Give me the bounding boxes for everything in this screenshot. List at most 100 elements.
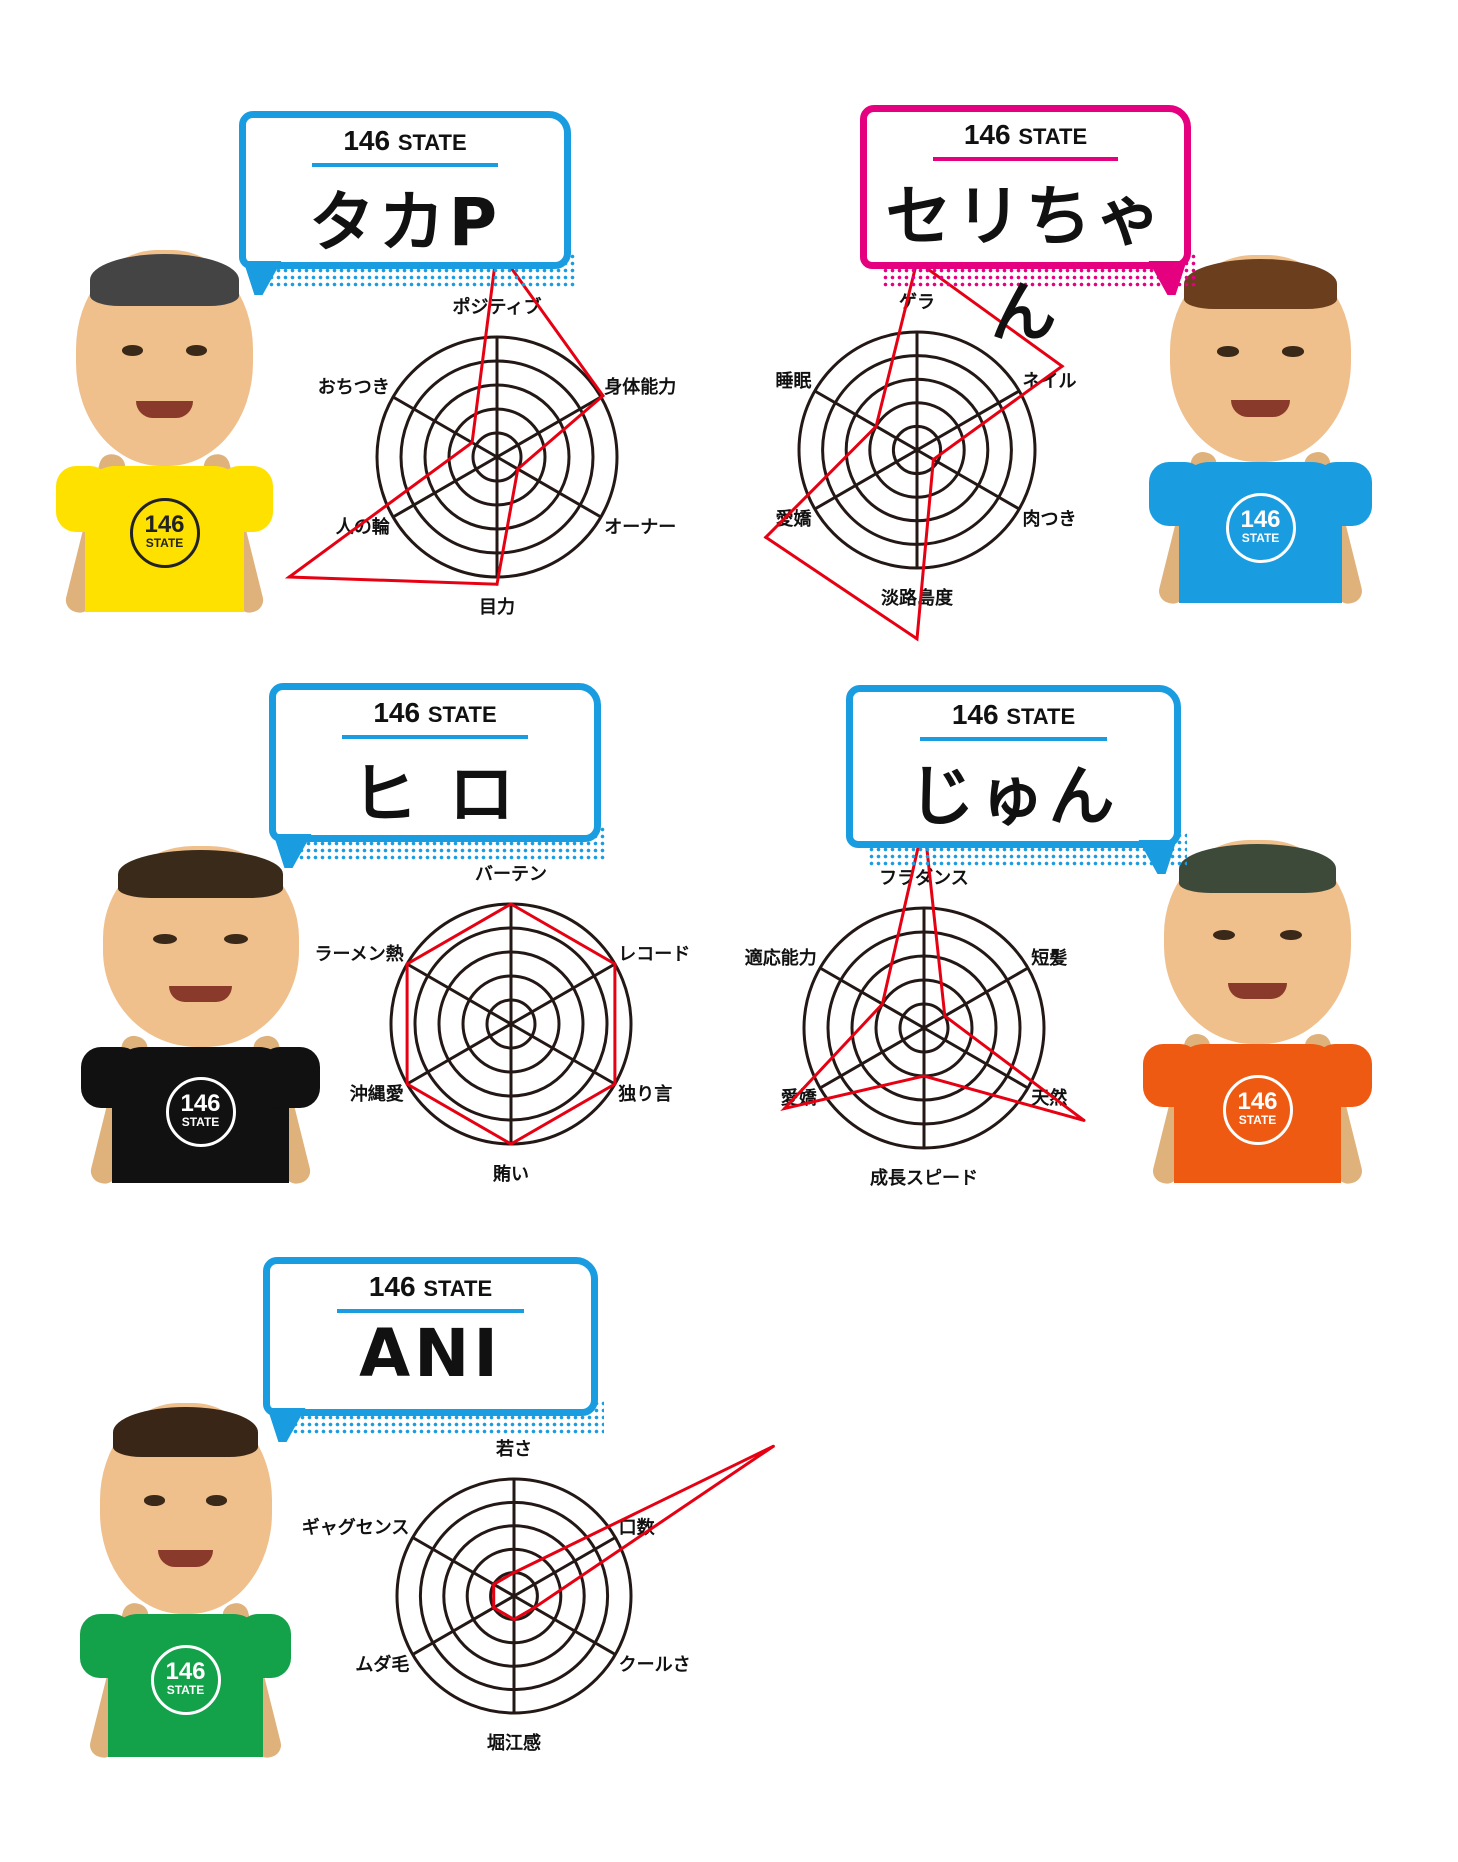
146-state-logo: 146 STATE xyxy=(1222,1074,1293,1145)
radar-point xyxy=(764,535,768,539)
radar-axis xyxy=(819,1026,925,1090)
radar-axis xyxy=(814,448,918,511)
face xyxy=(1164,839,1351,1045)
radar-point xyxy=(509,902,513,906)
logo-word: STATE xyxy=(1241,531,1280,546)
146-state-logo: 146 STATE xyxy=(150,1645,221,1716)
brand-underline xyxy=(932,157,1119,161)
radar-axis xyxy=(411,1594,515,1656)
bubble-frame xyxy=(263,1257,598,1416)
brand-number: 146 xyxy=(368,1271,416,1302)
name-speech-bubble-taka: 146 STATE タカP xyxy=(239,111,577,295)
radar-axis xyxy=(406,962,512,1026)
radar-axis xyxy=(513,1536,617,1598)
radar-axis-label: 沖縄愛 xyxy=(350,1083,404,1105)
mouth xyxy=(1231,400,1290,417)
member-photo-ani: 146 STATE xyxy=(78,1380,293,1761)
146-state-logo: 146 STATE xyxy=(165,1076,236,1147)
brand-word: STATE xyxy=(397,130,467,155)
brand-label: 146 STATE xyxy=(860,119,1191,151)
member-name: ヒ ロ xyxy=(351,756,519,833)
face xyxy=(1169,255,1352,463)
radar-axis-label: ポジティブ xyxy=(453,296,542,318)
brand-word: STATE xyxy=(423,1276,493,1301)
radar-axis xyxy=(496,455,602,519)
member-name: タカP xyxy=(308,184,502,261)
radar-point xyxy=(880,1002,884,1006)
logo-word: STATE xyxy=(181,1114,220,1129)
radar-axis-label: 成長スピード xyxy=(870,1167,978,1189)
tshirt: 146 STATE xyxy=(80,1613,291,1757)
radar-point xyxy=(931,457,935,461)
radar-axis xyxy=(819,966,925,1030)
face xyxy=(76,250,253,466)
radar-axis-label: 睡眠 xyxy=(775,371,811,392)
146-state-logo: 146 STATE xyxy=(1225,493,1296,564)
radar-axis-label: 身体能力 xyxy=(604,376,676,398)
146-state-logo: 146 STATE xyxy=(129,497,200,568)
mouth xyxy=(1227,982,1288,1000)
bubble-frame xyxy=(269,683,601,842)
name-speech-bubble-ani: 146 STATE ANI xyxy=(263,1257,604,1442)
member-photo-taka: 146 STATE xyxy=(54,227,275,616)
radar-point xyxy=(1060,364,1064,368)
brand-underline xyxy=(919,737,1108,741)
radar-axis xyxy=(496,395,602,459)
member-name: じゅん xyxy=(908,758,1119,835)
radar-point xyxy=(495,582,499,586)
logo-number: 146 xyxy=(144,510,185,538)
hair xyxy=(113,1406,258,1458)
mouth xyxy=(169,986,232,1003)
tshirt: 146 STATE xyxy=(1143,1044,1372,1183)
radar-axis xyxy=(392,455,498,519)
radar-axis xyxy=(510,1022,616,1086)
radar-axis-label: ムダ毛 xyxy=(355,1654,409,1676)
radar-point xyxy=(405,1082,409,1086)
radar-axis-label: 目力 xyxy=(479,597,515,618)
logo-number: 146 xyxy=(1237,1087,1278,1115)
radar-point xyxy=(509,1142,513,1146)
radar-axis xyxy=(916,389,1020,452)
radar-axis xyxy=(923,1026,1029,1090)
radar-axis-label: オーナー xyxy=(604,517,676,538)
radar-point xyxy=(601,394,605,398)
name-speech-bubble-jun: 146 STATE じゅん xyxy=(846,685,1187,874)
radar-axis xyxy=(923,966,1029,1030)
radar-axis-label: クールさ xyxy=(619,1655,691,1676)
radar-point xyxy=(874,424,878,428)
member-photo-seri: 146 STATE xyxy=(1147,233,1374,607)
radar-point xyxy=(771,1444,775,1448)
member-photo-jun: 146 STATE xyxy=(1141,818,1374,1187)
radar-axis-label: ラーメン熱 xyxy=(314,943,403,965)
tshirt: 146 STATE xyxy=(56,465,273,612)
radar-axis xyxy=(392,395,498,459)
brand-number: 146 xyxy=(951,699,999,730)
brand-underline xyxy=(342,735,528,739)
radar-axis-label: バーテン xyxy=(475,864,547,885)
hair xyxy=(118,849,283,898)
radar-axis-label: 天然 xyxy=(1031,1087,1067,1109)
member-name: セリちゃん xyxy=(885,178,1166,351)
brand-number: 146 xyxy=(963,119,1011,150)
brand-number: 146 xyxy=(343,125,391,156)
radar-axis-label: 短髪 xyxy=(1031,947,1067,969)
radar-axis-label: おちつき xyxy=(318,377,390,398)
radar-point xyxy=(532,1606,536,1610)
logo-word: STATE xyxy=(166,1683,205,1698)
member-name: ANI xyxy=(359,1315,502,1392)
radar-point xyxy=(492,1582,496,1586)
name-speech-bubble-seri: 146 STATE セリちゃん xyxy=(860,105,1197,351)
hair xyxy=(90,254,239,307)
logo-word: STATE xyxy=(1238,1112,1277,1127)
brand-underline xyxy=(336,1309,525,1313)
radar-point xyxy=(915,637,919,641)
radar-axis-label: ギャグセンス xyxy=(302,1517,410,1539)
radar-point xyxy=(1082,1118,1086,1122)
hair xyxy=(1184,259,1337,310)
brand-word: STATE xyxy=(1006,704,1076,729)
radar-point xyxy=(613,1082,617,1086)
tshirt: 146 STATE xyxy=(1149,462,1372,603)
radar-axis-label: 賄い xyxy=(493,1163,529,1185)
radar-axis-label: 独り言 xyxy=(618,1083,672,1105)
